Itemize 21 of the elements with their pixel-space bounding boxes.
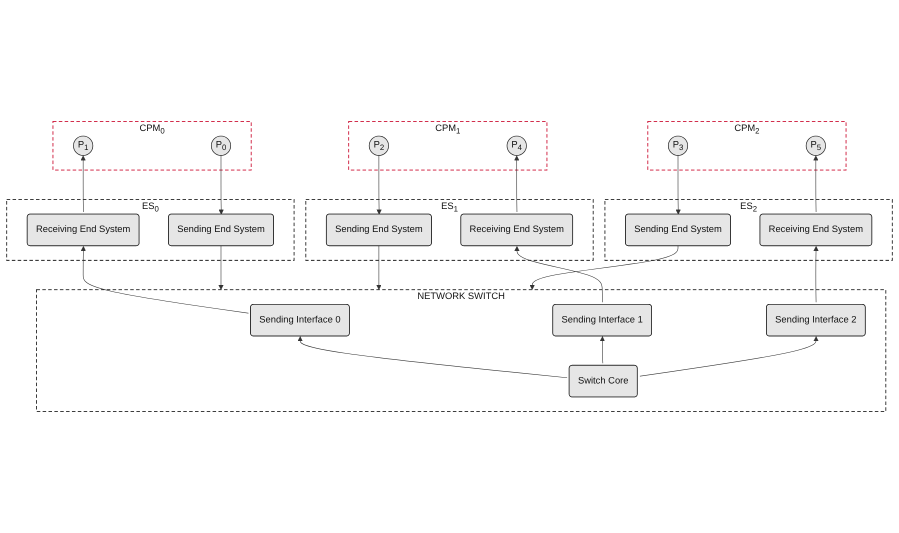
arrow [376, 245, 382, 290]
arrow [530, 245, 678, 290]
arrow [640, 336, 819, 376]
node-circle: P$_{4}$ [506, 136, 527, 156]
arrow [80, 155, 86, 212]
node-circle: P$_{2}$ [368, 136, 389, 156]
arrow [514, 246, 603, 303]
arrow [813, 155, 818, 212]
node-circle: P$_{0}$ [210, 136, 232, 156]
arrow [376, 155, 382, 215]
arrow [298, 336, 568, 378]
arrow [600, 336, 605, 364]
arrow [813, 246, 819, 303]
arrow [218, 245, 224, 290]
node-circle: P$_{5}$ [806, 136, 826, 156]
arrow [514, 155, 520, 212]
node-circle: P$_{3}$ [668, 136, 688, 156]
arrow [676, 155, 681, 215]
arrow [80, 246, 249, 314]
node-circle: P$_{1}$ [73, 136, 94, 156]
arrow [218, 155, 224, 215]
